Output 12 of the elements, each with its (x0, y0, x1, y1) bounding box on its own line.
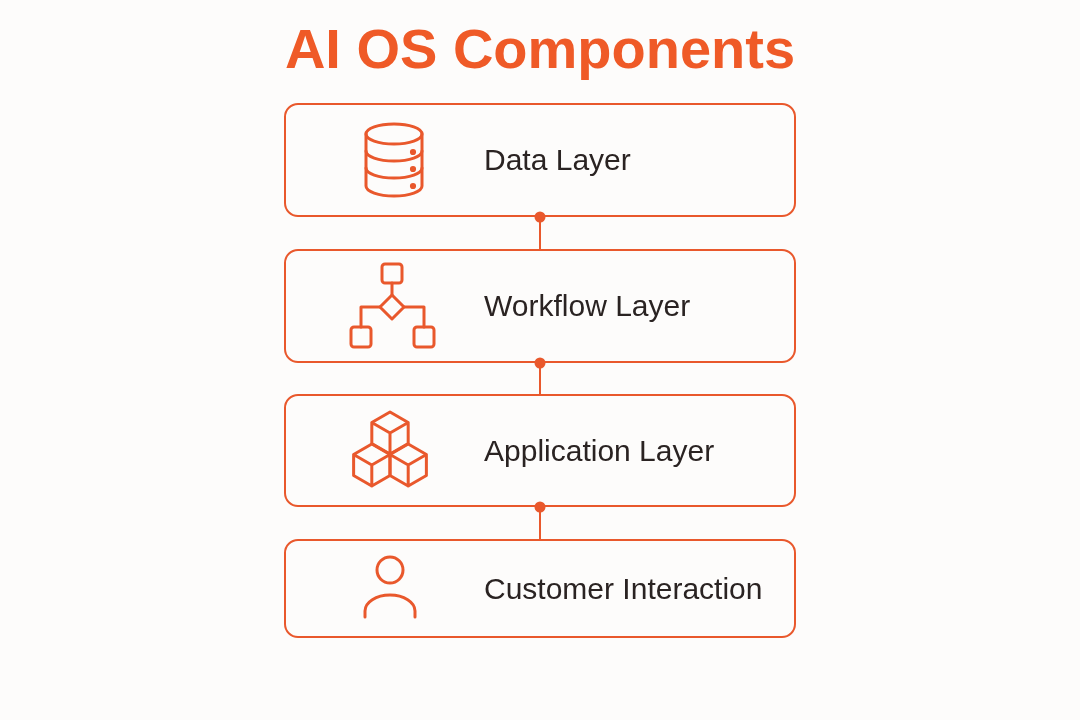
layer-box (284, 539, 796, 638)
layer-box (284, 394, 796, 507)
connector-line (534, 501, 546, 540)
layer-label: Application Layer (484, 432, 715, 469)
connector-line (534, 357, 546, 395)
layer-box (284, 249, 796, 363)
title: AI OS Components (284, 18, 796, 80)
layer-label: Customer Interaction (484, 570, 763, 607)
layer-label: Workflow Layer (484, 288, 691, 324)
connector-line (534, 211, 546, 250)
layer-box (284, 103, 796, 217)
layer-label: Data Layer (484, 142, 631, 178)
